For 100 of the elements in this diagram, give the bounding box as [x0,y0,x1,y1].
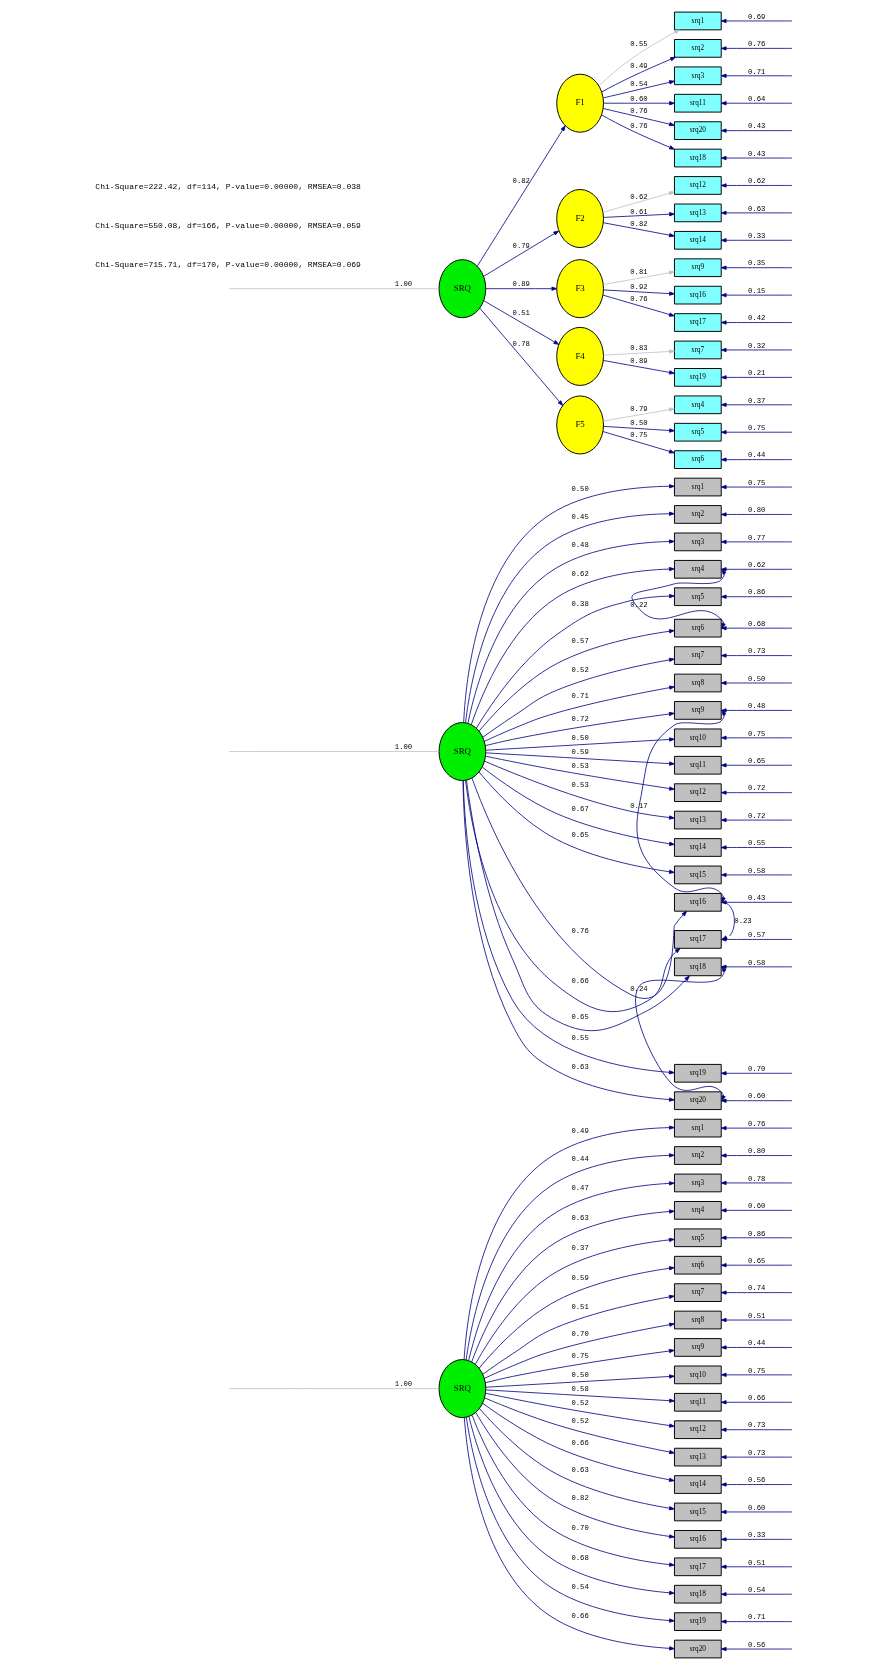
arrow [720,1095,792,1103]
arrow [482,230,559,277]
arrow [474,1237,675,1365]
arrow [597,29,680,87]
arrow [478,629,675,732]
arrow [720,818,792,823]
arrow [720,347,792,353]
arrow [720,73,792,78]
arrow [483,1322,675,1379]
arrow [484,711,675,747]
arrow [484,752,675,766]
arrow [602,191,675,213]
arrow [600,56,676,93]
arrow [631,567,727,631]
arrow [720,101,792,106]
arrow [720,1180,792,1186]
arrow [720,320,792,325]
arrow [720,1290,792,1295]
arrow [720,567,792,575]
arrow [636,708,727,905]
label: Chi-Square=550.08, df=166, P-value=0.00000, RMSEA=0.059 [94,220,361,230]
arrow [720,622,792,631]
arrow [602,360,675,375]
arrow [483,760,675,820]
arrow [720,1372,792,1377]
arrow [602,407,675,422]
arrow [720,790,792,795]
arrow [478,307,563,406]
arrow [600,114,675,150]
arrow [720,1509,792,1515]
connector [228,1388,439,1389]
arrow [602,101,675,106]
arrow [478,1408,675,1511]
arrow [720,155,792,161]
arrow [484,286,557,291]
arrow [484,755,675,791]
arrow [602,222,675,238]
arrow [720,238,792,243]
arrow [481,766,675,846]
arrow [720,708,792,716]
arrow [720,680,792,686]
label: Chi-Square=715.71, df=170, P-value=0.00000, RMSEA=0.069 [94,259,361,269]
arrow [484,1348,675,1384]
arrow [602,431,675,454]
arrow [484,1392,675,1428]
node-ellipse: SRQ [438,259,486,319]
arrow [720,457,792,462]
arrow [720,18,792,24]
arrow [720,375,792,380]
arrow [720,402,792,407]
arrow [602,108,675,127]
arrow [720,964,792,973]
connector [228,751,439,752]
arrow [720,183,792,188]
arrow [720,896,792,905]
arrow [720,872,792,877]
arrow [720,210,792,215]
connector [228,288,439,290]
node-ellipse: SRQ [438,1359,486,1419]
node-ellipse: F4 [555,326,604,386]
arrow [602,80,675,99]
arrow [481,1402,675,1482]
arrow [484,1389,675,1403]
arrow [720,653,792,658]
arrow [720,1345,792,1350]
arrow [483,685,675,742]
node-ellipse: F2 [555,189,604,249]
arrow [720,1126,792,1131]
arrow [481,1294,675,1375]
arrow [720,1619,792,1624]
arrow [478,771,675,874]
arrow [602,270,675,286]
arrow [470,1209,675,1363]
arrow [720,293,792,298]
arrow [720,1153,792,1158]
arrow [720,1646,792,1652]
arrow [720,763,792,768]
node-ellipse: SRQ [438,722,486,782]
arrow [720,845,792,850]
arrow [720,1263,792,1268]
arrow [720,1564,792,1569]
arrow [720,1235,792,1240]
label: Chi-Square=222.42, df=114, P-value=0.00000, RMSEA=0.038 [94,182,361,192]
arrow [720,484,792,490]
arrow [475,594,675,729]
arrow [720,539,792,544]
arrow [471,1414,675,1567]
arrow [484,737,675,751]
arrow [602,289,675,296]
arrow [720,512,792,517]
arrow [720,1400,792,1405]
arrow [720,265,792,270]
arrow [483,1397,675,1455]
arrow [720,1592,792,1597]
arrow [720,1455,792,1460]
arrow [602,294,675,317]
arrow [602,212,675,218]
arrow [720,1208,792,1213]
arrow [481,657,675,738]
arrow [470,566,675,725]
